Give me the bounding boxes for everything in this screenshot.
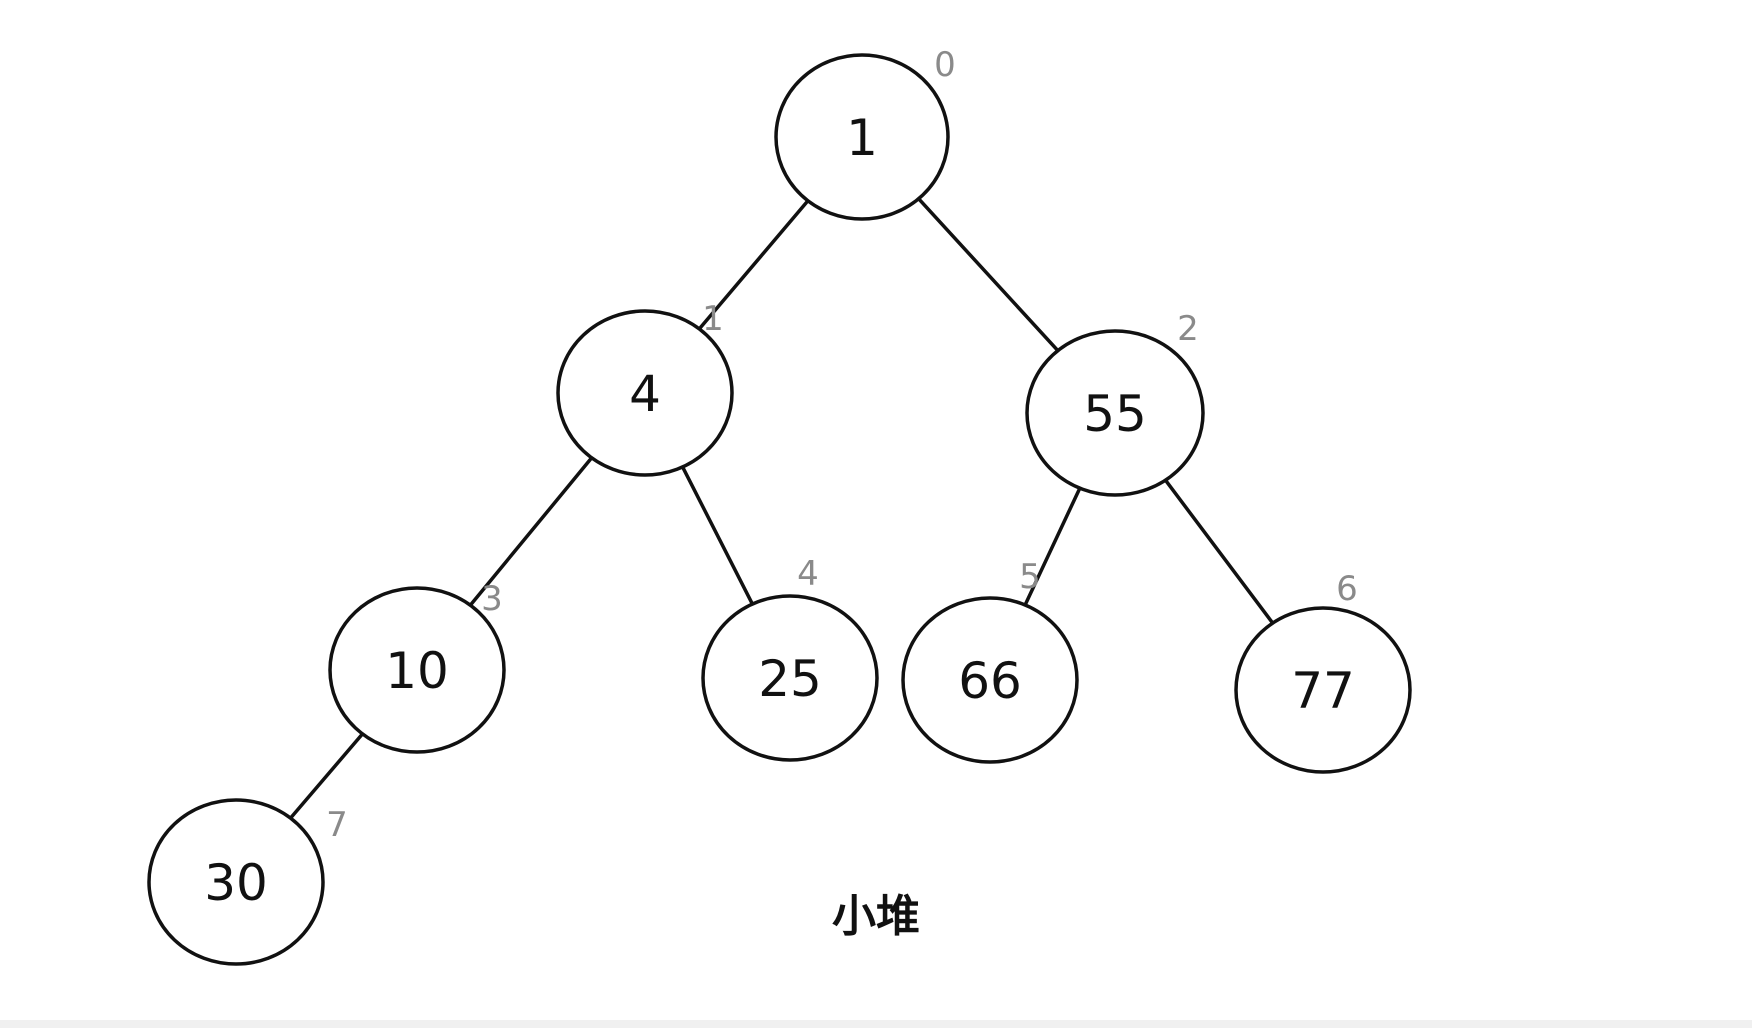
- diagram-caption: 小堆: [0, 880, 1752, 944]
- heap-node-2: 55 2: [1025, 309, 1205, 497]
- heap-node-1: 41: [556, 299, 734, 477]
- heap-node-4: 25 4: [701, 554, 879, 762]
- heap-node-7: 30 7: [147, 798, 348, 966]
- node-value: 1: [846, 109, 878, 167]
- node-index-label: 2: [1177, 309, 1199, 349]
- node-circle: [701, 594, 879, 762]
- node-index-label: 0: [934, 45, 956, 85]
- heap-node-0: 10: [774, 45, 956, 221]
- edge-3-7: [288, 732, 365, 820]
- node-index-label: 7: [326, 805, 348, 845]
- node-index-label: 4: [797, 554, 819, 594]
- node-index-label: 3: [481, 579, 503, 619]
- node-value: 66: [958, 652, 1022, 710]
- edge-2-6: [1163, 478, 1275, 625]
- node-value: 4: [629, 365, 661, 423]
- bottom-band: [0, 1020, 1752, 1028]
- node-circle: [774, 53, 950, 221]
- node-circle: [328, 586, 506, 754]
- node-value: 25: [758, 650, 822, 708]
- edges-layer: [288, 196, 1275, 820]
- edge-2-5: [1023, 486, 1082, 607]
- node-index-label: 6: [1336, 569, 1358, 609]
- node-value: 30: [204, 854, 268, 912]
- edge-0-2: [916, 196, 1060, 353]
- node-circle: [1234, 606, 1412, 774]
- node-index-label: 5: [1019, 557, 1041, 597]
- caption-text: 小堆: [832, 891, 920, 942]
- edge-1-4: [680, 465, 755, 606]
- node-circle: [901, 596, 1079, 764]
- node-value: 10: [385, 642, 449, 700]
- node-circle: [147, 798, 325, 966]
- edge-1-3: [468, 456, 594, 607]
- edge-0-1: [697, 199, 810, 331]
- heap-node-5: 66 5: [901, 557, 1079, 764]
- node-index-label: 1: [702, 299, 724, 339]
- node-circle: [556, 309, 734, 477]
- node-value: 77: [1291, 662, 1355, 720]
- node-circle: [1025, 329, 1205, 497]
- heap-node-3: 10 3: [328, 579, 506, 754]
- heap-node-6: 77 6: [1234, 569, 1412, 774]
- node-value: 55: [1083, 385, 1147, 443]
